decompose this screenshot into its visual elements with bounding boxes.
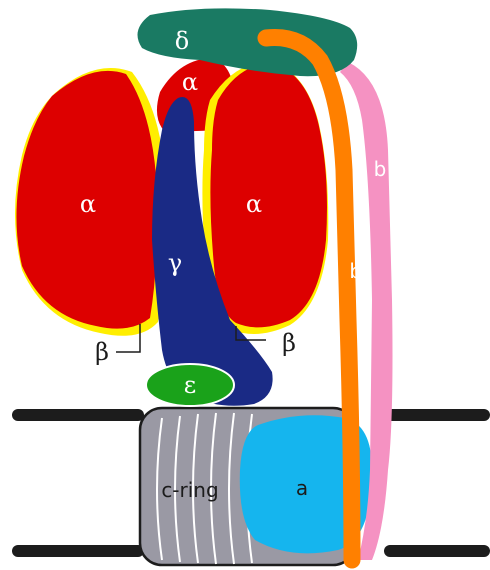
- alpha-right-shape: [210, 64, 327, 327]
- alpha-right-subunit: α: [202, 62, 328, 334]
- beta-right-label: β: [282, 329, 296, 357]
- epsilon-subunit: ε: [146, 364, 234, 406]
- stalk-b-label: b: [374, 157, 387, 181]
- c-ring-label: c-ring: [161, 478, 218, 502]
- alpha-left-label: α: [80, 190, 96, 218]
- subunit-a-label: a: [296, 476, 308, 500]
- epsilon-label: ε: [184, 371, 196, 399]
- stalk-b-prime-label: b′: [349, 259, 367, 283]
- delta-label: δ: [175, 27, 189, 55]
- gamma-label: γ: [168, 249, 182, 277]
- alpha-left-subunit: α: [15, 68, 166, 336]
- alpha-right-label: α: [246, 190, 262, 218]
- alpha-top-label: α: [182, 68, 198, 96]
- beta-left-label: β: [95, 338, 109, 366]
